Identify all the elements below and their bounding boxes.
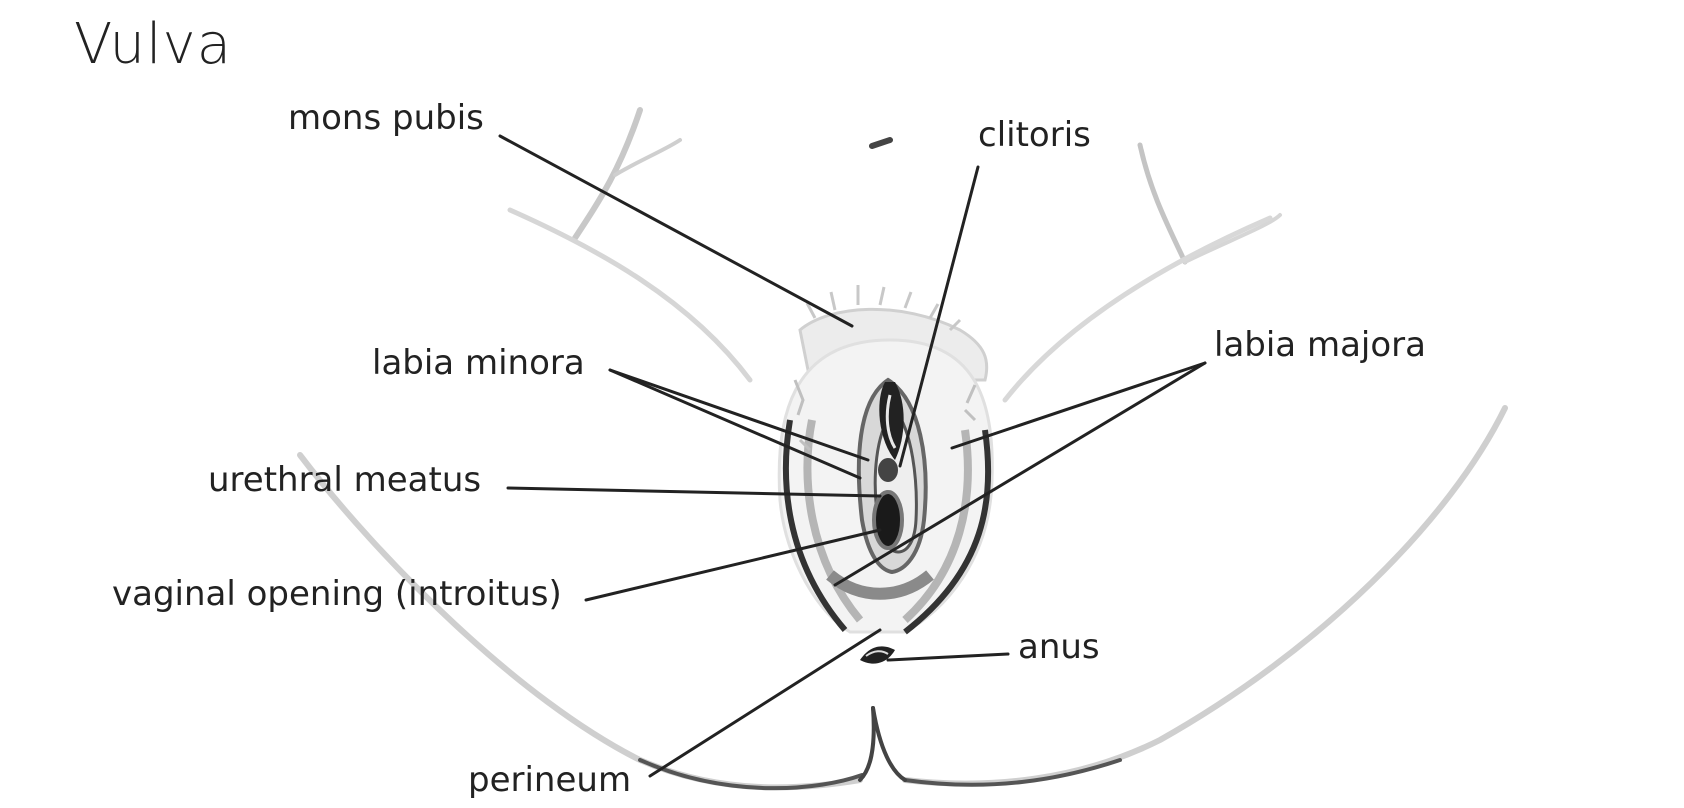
clitoris-leader <box>898 165 980 468</box>
right-buttock-outline <box>902 405 1508 787</box>
perineum-leader <box>648 628 882 778</box>
vaginal-opening-shape <box>872 490 904 550</box>
anus-leader <box>886 652 1010 662</box>
labia-majora-leader-a <box>950 361 1207 450</box>
urethral-meatus-leader <box>506 486 882 498</box>
vaginal-opening-leader <box>584 528 882 602</box>
clitoris-shape <box>879 382 904 460</box>
labia-majora-leader-b <box>833 361 1207 587</box>
labia-minora-leader-a <box>608 368 870 462</box>
label-labia-majora: labia majora <box>1214 325 1426 365</box>
label-perineum: perineum <box>468 760 632 800</box>
label-labia-minora: labia minora <box>372 343 585 383</box>
gluteal-cleft <box>858 706 876 782</box>
right-thigh-crease <box>1137 142 1188 265</box>
label-anus: anus <box>1018 627 1100 667</box>
label-urethral-meatus: urethral meatus <box>208 460 482 500</box>
label-mons-pubis: mons pubis <box>288 98 484 138</box>
mons-pubis-leader <box>498 134 854 328</box>
labia-minora-leader-b <box>608 368 862 480</box>
diagram-title: Vulva <box>74 12 233 77</box>
right-thigh-line <box>1002 215 1273 403</box>
left-buttock-outline <box>297 452 863 791</box>
anus-shape <box>860 646 895 664</box>
left-thigh-crease <box>572 107 643 241</box>
label-clitoris: clitoris <box>978 115 1091 155</box>
label-vaginal-opening: vaginal opening (introitus) <box>112 574 562 614</box>
urethral-meatus-shape <box>878 458 898 482</box>
left-thigh-line <box>507 207 753 383</box>
